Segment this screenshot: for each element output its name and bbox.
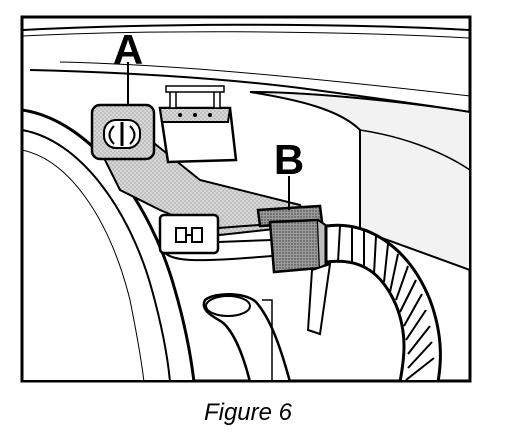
inline-connector: [158, 213, 220, 255]
relay-block: [158, 85, 238, 164]
wire-loom: [324, 223, 442, 380]
lower-bracket: [306, 262, 332, 336]
component-a: [90, 103, 156, 161]
figure-caption: Figure 6: [204, 399, 293, 426]
round-housing: [23, 108, 196, 380]
hood-edge: [23, 23, 469, 31]
callout-a-label: A: [113, 26, 143, 73]
callout-b-label: B: [274, 136, 304, 183]
inner-fender: [249, 91, 469, 271]
lower-hose: [202, 293, 291, 380]
